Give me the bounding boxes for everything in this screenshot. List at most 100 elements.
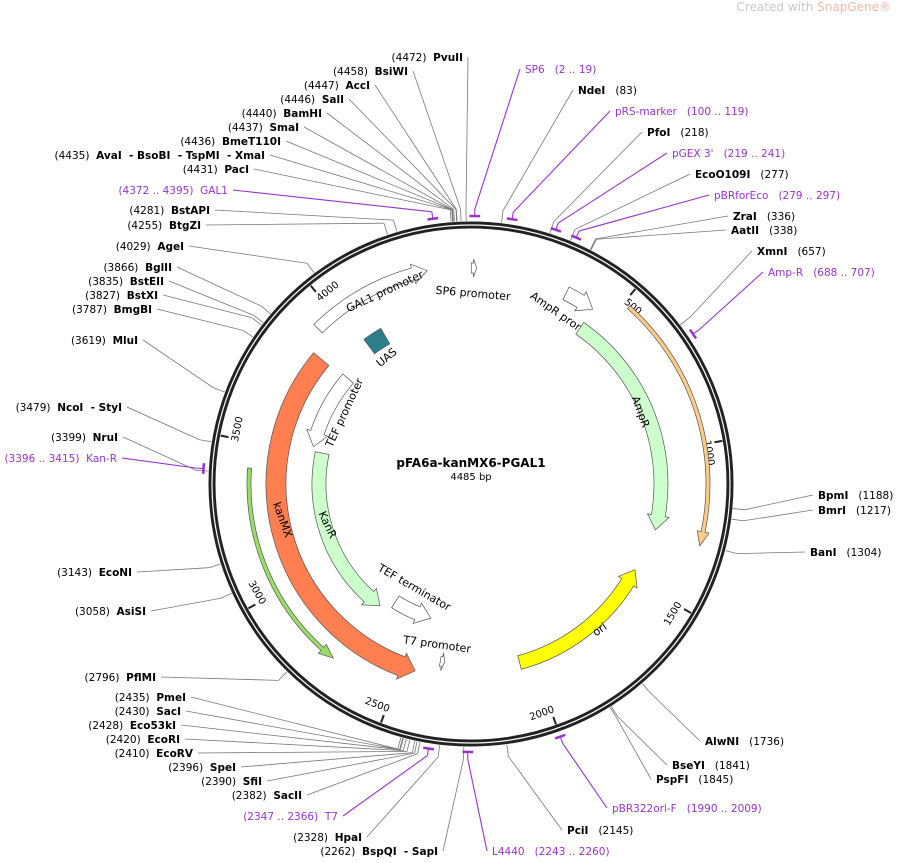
site-label: AlwNI (1736): [705, 736, 784, 748]
primer-l4440[interactable]: L4440 (2243 .. 2260): [462, 750, 610, 858]
site-position: (2390): [201, 776, 236, 788]
site-pspfi[interactable]: PspFI (1845): [609, 707, 733, 786]
feature-kanr[interactable]: [311, 451, 381, 607]
site-ecori[interactable]: (2420) EcoRI: [106, 734, 407, 751]
primer-mark: [423, 746, 435, 751]
site-bspqi-sapi[interactable]: (2262) BspQI - SapI: [320, 746, 465, 858]
site-bsiwi[interactable]: (4458) BsiWI: [333, 66, 462, 222]
primer-t7[interactable]: (2347 .. 2366) T7: [243, 746, 435, 823]
feature-ori[interactable]: [517, 569, 638, 670]
feature-ampr-promoter[interactable]: [562, 286, 594, 312]
site-sacii[interactable]: (2382) SacII: [232, 741, 421, 802]
site-bglii[interactable]: (3866) BglII: [103, 262, 271, 315]
feature-amp-r-primer-region[interactable]: [626, 305, 711, 547]
primer-gal1[interactable]: (4372 .. 4395) GAL1: [118, 185, 439, 221]
site-position: (4458): [333, 66, 368, 78]
site-bseyi[interactable]: BseYI (1841): [610, 706, 750, 772]
site-pmei[interactable]: (2435) PmeI: [115, 692, 402, 750]
site-bsteii[interactable]: (3835) BstEII: [88, 276, 264, 324]
leader-line: [185, 710, 400, 750]
feature-tef-promoter[interactable]: [306, 373, 354, 448]
site-label: (2410) EcoRV: [115, 748, 194, 760]
feature-tef-terminator[interactable]: [391, 595, 432, 625]
site-hpai[interactable]: (2328) HpaI: [293, 745, 440, 844]
site-name: SP6: [525, 64, 545, 76]
leader-line-radial: [402, 738, 407, 751]
site-label: (4435) AvaI - BsoBI - TspMI - XmaI: [55, 150, 265, 162]
leader-line: [474, 68, 521, 210]
site-alwni[interactable]: AlwNI (1736): [642, 683, 784, 748]
leader-line: [160, 676, 279, 681]
site-pcii[interactable]: PciI (2145): [506, 744, 634, 837]
site-label: (4431) PacI: [183, 164, 249, 176]
site-name: ZraI: [733, 211, 757, 223]
feature-ampr[interactable]: [575, 321, 670, 531]
site-name: NruI: [93, 432, 118, 444]
leader-line: [467, 758, 488, 852]
site-bmgbi[interactable]: (3787) BmgBI: [72, 304, 254, 338]
primer-pbr322ori-f[interactable]: pBR322ori-F (1990 .. 2009): [554, 733, 762, 815]
site-sali[interactable]: (4446) SalI: [280, 94, 458, 222]
site-paci[interactable]: (4431) PacI: [183, 164, 452, 222]
primer-pbrforeco[interactable]: pBRforEco (279 .. 297): [570, 190, 840, 241]
site-name: BanI: [810, 547, 836, 559]
site-bani[interactable]: BanI (1304): [725, 547, 881, 559]
site-aatii[interactable]: AatII (338): [590, 225, 797, 251]
site-spei[interactable]: (2396) SpeI: [168, 740, 416, 774]
site-agei[interactable]: (4029) AgeI: [116, 241, 315, 274]
site-eco53ki[interactable]: (2428) Eco53kI: [88, 720, 404, 751]
primer-sp6[interactable]: SP6 (2 .. 19): [469, 64, 596, 218]
primer-kan-r[interactable]: (3396 .. 3415) Kan-R: [4, 453, 206, 474]
site-nrui[interactable]: (3399) NruI: [51, 432, 209, 472]
site-ecorv[interactable]: (2410) EcoRV: [115, 739, 411, 760]
leader-line: [142, 339, 214, 389]
site-position: (4440): [242, 108, 277, 120]
leader-line-radial: [501, 210, 504, 223]
site-bamhi[interactable]: (4440) BamHI: [242, 108, 455, 222]
site-name: T7: [324, 811, 338, 823]
site-ncoi-styi[interactable]: (3479) NcoI - StyI: [16, 402, 212, 443]
site-bpmi[interactable]: BpmI (1188): [732, 490, 893, 511]
primer-prs-marker[interactable]: pRS-marker (100 .. 119): [506, 106, 749, 222]
site-saci[interactable]: (2430) SacI: [115, 706, 404, 750]
site-acci[interactable]: (4447) AccI: [304, 80, 458, 222]
site-avai-bsobi-tspmi-xmai[interactable]: (4435) AvaI - BsoBI - TspMI - XmaI: [55, 150, 453, 222]
site-bstxi[interactable]: (3827) BstXI: [85, 290, 262, 326]
site-pfoi[interactable]: PfoI (218): [549, 127, 709, 234]
feature-sp6-promoter[interactable]: [470, 258, 478, 278]
site-position: (1845): [698, 774, 733, 786]
site-label: (3787) BmgBI: [72, 304, 152, 316]
site-pflmi[interactable]: (2796) PflMI: [85, 671, 288, 684]
site-ecoo109i[interactable]: EcoO109I (277): [570, 169, 789, 241]
feature-t7-promoter[interactable]: [439, 652, 446, 671]
site-bmri[interactable]: BmrI (1217): [731, 505, 891, 522]
site-zrai[interactable]: ZraI (336): [589, 211, 795, 250]
site-name: PvuII: [433, 52, 463, 64]
site-bstapi[interactable]: (4281) BstAPI: [129, 205, 398, 232]
primer-amp-r[interactable]: Amp-R (688 .. 707): [688, 267, 875, 340]
leader-line-radial: [609, 707, 617, 718]
site-bmet110i[interactable]: (4436) BmeT110I: [180, 136, 454, 222]
feature-uas[interactable]: [363, 327, 391, 355]
site-name: EcoO109I: [695, 169, 750, 181]
feature-gal1-promoter[interactable]: [313, 263, 428, 334]
site-xmni[interactable]: XmnI (657): [680, 246, 826, 326]
primer-pgex-3-[interactable]: pGEX 3' (219 .. 241): [550, 148, 785, 233]
site-position: (3479): [16, 402, 51, 414]
site-econi[interactable]: (3143) EcoNI: [57, 563, 221, 579]
site-sfii[interactable]: (2390) SfiI: [201, 741, 418, 788]
site-asisi[interactable]: (3058) AsiSI: [75, 592, 232, 618]
feature-kanmx[interactable]: [265, 352, 416, 680]
site-label: (3866) BglII: [103, 262, 172, 274]
site-ndei[interactable]: NdeI (83): [501, 85, 637, 223]
leader-line-radial: [199, 439, 212, 443]
site-btgzi[interactable]: (4255) BtgZI: [127, 220, 389, 235]
site-label: (4029) AgeI: [116, 241, 184, 253]
leader-line: [737, 551, 806, 555]
site-pvuii[interactable]: (4472) PvuII: [392, 52, 469, 222]
site-mlui[interactable]: (3619) MluI: [71, 335, 225, 393]
site-name: SalI: [322, 94, 344, 106]
site-smai[interactable]: (4437) SmaI: [228, 122, 454, 222]
feature-kan-r-primer-region[interactable]: [246, 467, 335, 659]
